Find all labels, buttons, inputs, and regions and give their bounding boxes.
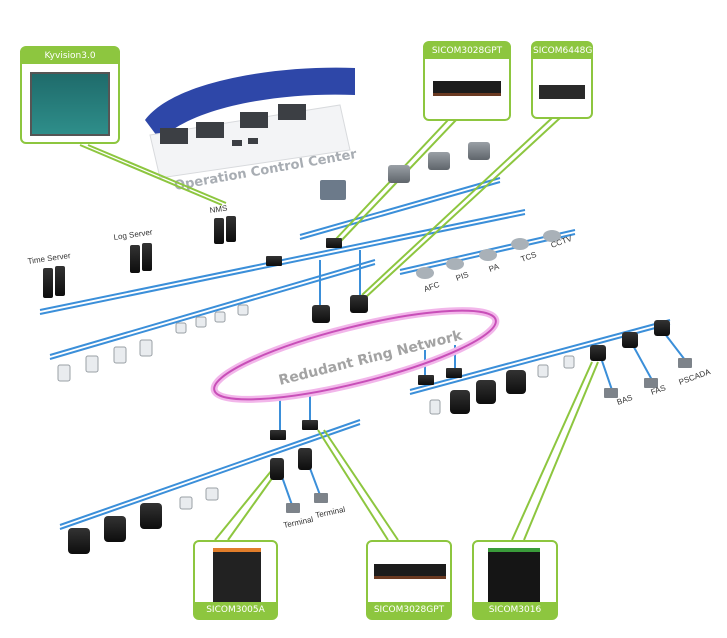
switch-icon <box>590 345 606 361</box>
switch-icon <box>654 320 670 336</box>
callout-title: Kyvision3.0 <box>22 48 118 64</box>
callout-title: SICOM3028GPT <box>425 43 509 59</box>
switch-icon <box>302 420 318 430</box>
switch-icon <box>270 458 284 480</box>
callout-title: SICOM6448G <box>533 43 592 59</box>
switch-icon <box>622 332 638 348</box>
nms-label: NMS <box>209 204 228 215</box>
terminal-label: Terminal <box>315 505 347 520</box>
tcs-label: TCS <box>520 250 538 264</box>
callout-sicom3016: SICOM3016 <box>472 540 558 620</box>
kyvision-screenshot-icon <box>30 72 110 136</box>
terminal-label: Terminal <box>283 515 315 530</box>
bas-label: BAS <box>616 393 634 407</box>
callout-sicom3028gpt-top: SICOM3028GPT <box>423 41 511 121</box>
callout-sicom3028gpt-bottom: SICOM3028GPT <box>366 540 452 620</box>
bus-right-1 <box>409 319 671 391</box>
switch-icon <box>418 375 434 385</box>
switch-icon <box>298 448 312 470</box>
nms-server-icon <box>214 218 224 244</box>
callout-title: SICOM3028GPT <box>368 602 450 618</box>
callout-title: SICOM3016 <box>474 602 556 618</box>
bus-top-1 <box>39 209 526 311</box>
operation-control-center: Operation Control Center <box>145 67 359 194</box>
rack-switch-icon <box>539 85 585 99</box>
servers <box>43 216 236 298</box>
switch-icon <box>270 430 286 440</box>
callout-title: SICOM3005A <box>195 602 276 618</box>
callout-kyvision: Kyvision3.0 <box>20 46 120 144</box>
log-server-icon <box>130 245 140 273</box>
rack-switch-icon <box>374 564 446 579</box>
time-server-label: Time Server <box>27 251 71 266</box>
bus-bottom-2 <box>59 423 361 530</box>
afc-label: AFC <box>423 280 441 294</box>
pis-label: PIS <box>455 270 470 283</box>
din-rail-switch-icon <box>488 548 540 604</box>
bus-bottom-1 <box>59 419 361 526</box>
pa-label: PA <box>488 262 501 274</box>
switch-icon <box>326 238 342 248</box>
switch-icon <box>350 295 368 313</box>
bus-top-2 <box>39 213 526 315</box>
callout-sicom6448g: SICOM6448G <box>531 41 593 119</box>
station-devices <box>57 304 575 510</box>
subsystem-nodes <box>286 230 692 513</box>
din-rail-switch-icon <box>213 548 261 602</box>
switches <box>266 238 670 480</box>
rack-switch-icon <box>433 81 501 96</box>
bus-occ-2 <box>299 181 501 240</box>
log-server-label: Log Server <box>113 228 153 242</box>
switch-icon <box>312 305 330 323</box>
switch-icon <box>446 368 462 378</box>
callout-sicom3005a: SICOM3005A <box>193 540 278 620</box>
switch-icon <box>266 256 282 266</box>
bus-occ-1 <box>299 177 501 236</box>
pscada-label: PSCADA <box>678 367 713 387</box>
printers <box>320 142 490 200</box>
field-devices <box>68 370 526 554</box>
time-server-icon <box>43 268 53 298</box>
